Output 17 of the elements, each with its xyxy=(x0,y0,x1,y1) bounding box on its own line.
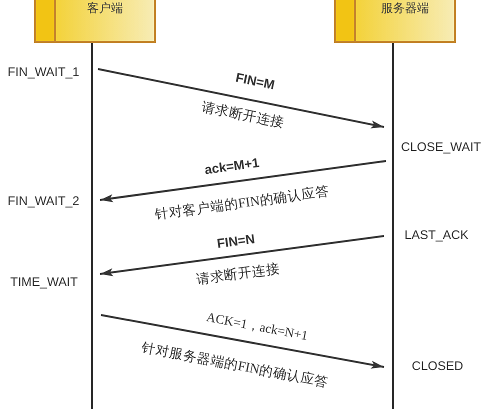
message-arrow xyxy=(100,235,384,276)
state-label: FIN_WAIT_2 xyxy=(8,194,80,208)
message-text: 请求断开连接 xyxy=(200,99,286,131)
participant-box: 服务器端 xyxy=(334,0,456,43)
state-label: TIME_WAIT xyxy=(10,274,78,289)
state-label: FIN_WAIT_1 xyxy=(8,64,80,79)
state-label: CLOSE_WAIT xyxy=(400,140,482,154)
participant-box: 客户端 xyxy=(34,0,156,43)
message-arrow xyxy=(100,314,384,369)
lifeline xyxy=(392,43,394,409)
state-label: CLOSED xyxy=(412,358,464,373)
lifeline xyxy=(91,43,93,409)
message-arrow xyxy=(100,160,386,202)
message-arrow xyxy=(98,68,384,128)
message-text: 请求断开连接 xyxy=(195,260,281,288)
state-label: LAST_ACK xyxy=(404,227,468,242)
message-text: 针对客户端的FIN的确认应答 xyxy=(154,183,330,223)
